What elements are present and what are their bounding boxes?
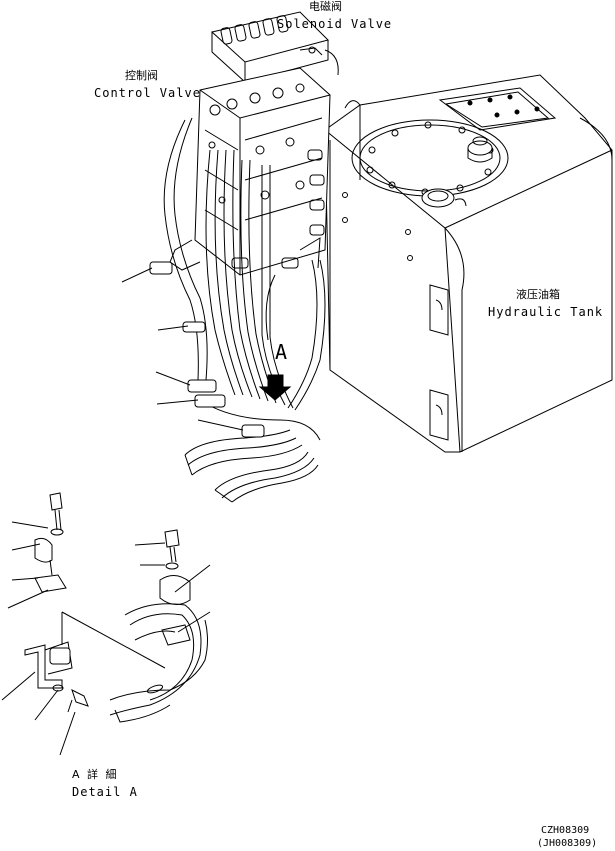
detail-a-label-cn: A 詳 細 [72, 768, 119, 781]
detail-a-right-assembly [109, 529, 211, 723]
control-valve-label-cn: 控制阀 [125, 69, 158, 82]
drawing-number-alt: (JH008309) [537, 838, 598, 849]
solenoid-valve-label: Solenoid Valve [277, 17, 393, 31]
down-arrow-icon [258, 374, 292, 401]
hydraulic-tank-label: Hydraulic Tank [488, 305, 604, 319]
drawing-number: CZH08309 [541, 825, 590, 836]
detail-a-left-assembly [1, 492, 166, 756]
hose-bundle [121, 117, 326, 503]
hydraulic-tank [324, 74, 613, 453]
solenoid-valve [210, 11, 339, 84]
solenoid-valve-label-cn: 电磁阀 [309, 0, 342, 13]
control-valve-label: Control Valve [94, 86, 201, 100]
hydraulic-tank-label-cn: 液压油箱 [516, 288, 560, 301]
view-a-marker: A [275, 340, 288, 364]
detail-a-label: Detail A [72, 785, 138, 799]
